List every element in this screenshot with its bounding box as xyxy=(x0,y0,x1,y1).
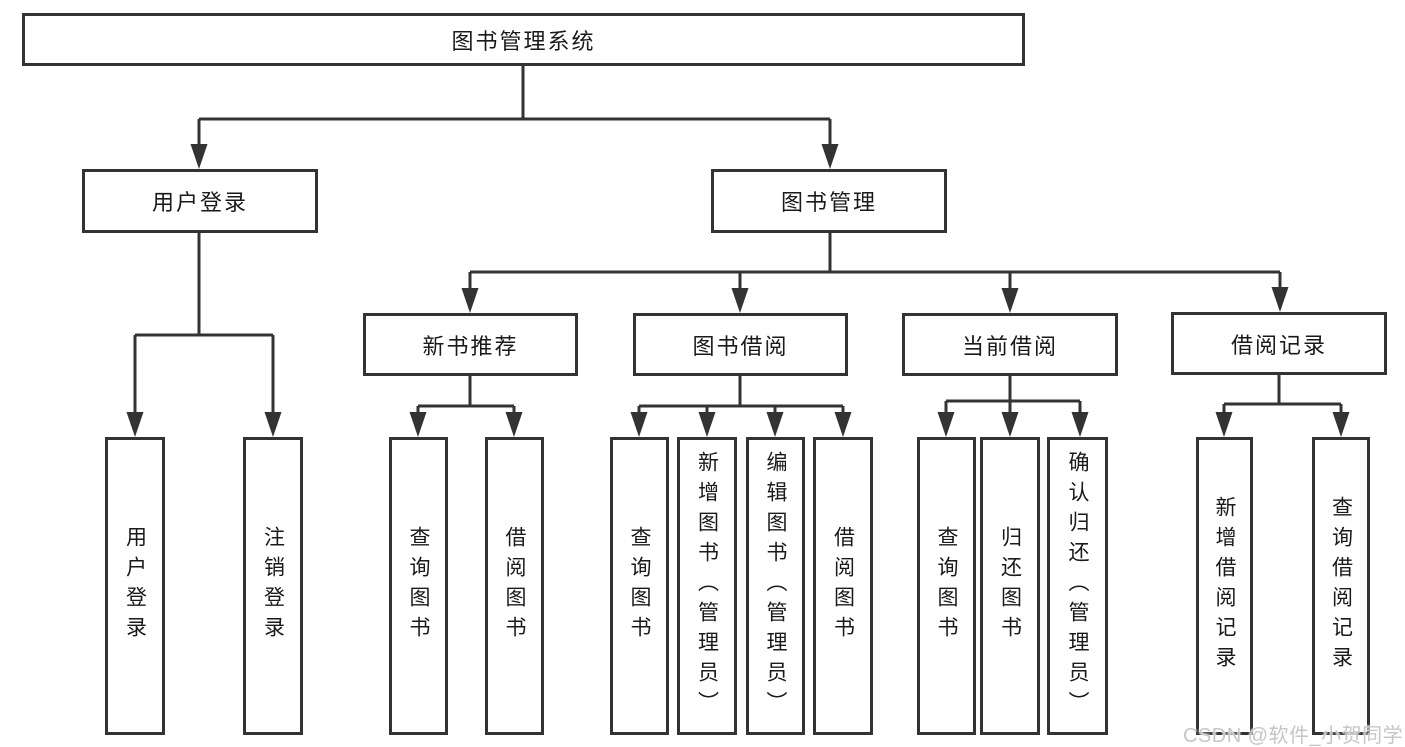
node-leaf-edit-book-label: 编辑图书（管理员） xyxy=(764,451,787,721)
node-root-label: 图书管理系统 xyxy=(451,28,596,54)
watermark: CSDN @软件_小贺同学 xyxy=(1183,725,1404,747)
node-leaf-return-book: 归还图书 xyxy=(980,437,1040,735)
node-root: 图书管理系统 xyxy=(22,13,1025,66)
node-leaf-query-record: 查询借阅记录 xyxy=(1312,437,1370,735)
node-leaf-add-book-label: 新增图书（管理员） xyxy=(695,451,719,721)
node-leaf-borrow-book-b: 借阅图书 xyxy=(813,437,873,735)
node-leaf-borrow-book-b-label: 借阅图书 xyxy=(831,526,855,646)
node-new-book-rec: 新书推荐 xyxy=(363,313,578,376)
node-leaf-borrow-book-a: 借阅图书 xyxy=(485,437,544,735)
node-leaf-user-login: 用户登录 xyxy=(105,437,165,735)
node-book-borrow: 图书借阅 xyxy=(633,313,848,376)
node-user-login-label: 用户登录 xyxy=(151,190,248,215)
node-leaf-query-book-b: 查询图书 xyxy=(610,437,669,735)
node-book-borrow-label: 图书借阅 xyxy=(692,333,789,359)
node-leaf-query-record-label: 查询借阅记录 xyxy=(1329,496,1353,676)
node-leaf-user-login-label: 用户登录 xyxy=(123,526,147,646)
node-borrow-records-label: 借阅记录 xyxy=(1230,332,1327,358)
node-leaf-edit-book: 编辑图书（管理员） xyxy=(746,437,805,735)
node-book-mgmt-label: 图书管理 xyxy=(780,190,877,215)
node-leaf-logout-label: 注销登录 xyxy=(261,526,285,646)
node-user-login: 用户登录 xyxy=(82,169,318,233)
node-current-borrow-label: 当前借阅 xyxy=(961,333,1058,359)
node-leaf-return-book-label: 归还图书 xyxy=(998,526,1022,646)
node-leaf-query-book-b-label: 查询图书 xyxy=(628,526,651,646)
node-new-book-rec-label: 新书推荐 xyxy=(422,333,519,359)
node-book-mgmt: 图书管理 xyxy=(711,169,947,233)
node-leaf-add-record: 新增借阅记录 xyxy=(1196,437,1253,735)
node-leaf-query-book-c: 查询图书 xyxy=(917,437,976,735)
node-leaf-borrow-book-a-label: 借阅图书 xyxy=(503,526,526,646)
node-leaf-query-book-a: 查询图书 xyxy=(389,437,448,735)
node-leaf-logout: 注销登录 xyxy=(243,437,303,735)
node-leaf-confirm-return-label: 确认归还（管理员） xyxy=(1066,451,1089,721)
node-leaf-query-book-a-label: 查询图书 xyxy=(407,526,430,646)
node-leaf-query-book-c-label: 查询图书 xyxy=(935,526,958,646)
node-current-borrow: 当前借阅 xyxy=(902,313,1118,376)
node-leaf-confirm-return: 确认归还（管理员） xyxy=(1047,437,1108,735)
node-leaf-add-book: 新增图书（管理员） xyxy=(677,437,737,735)
node-borrow-records: 借阅记录 xyxy=(1171,312,1387,375)
node-leaf-add-record-label: 新增借阅记录 xyxy=(1213,496,1236,676)
